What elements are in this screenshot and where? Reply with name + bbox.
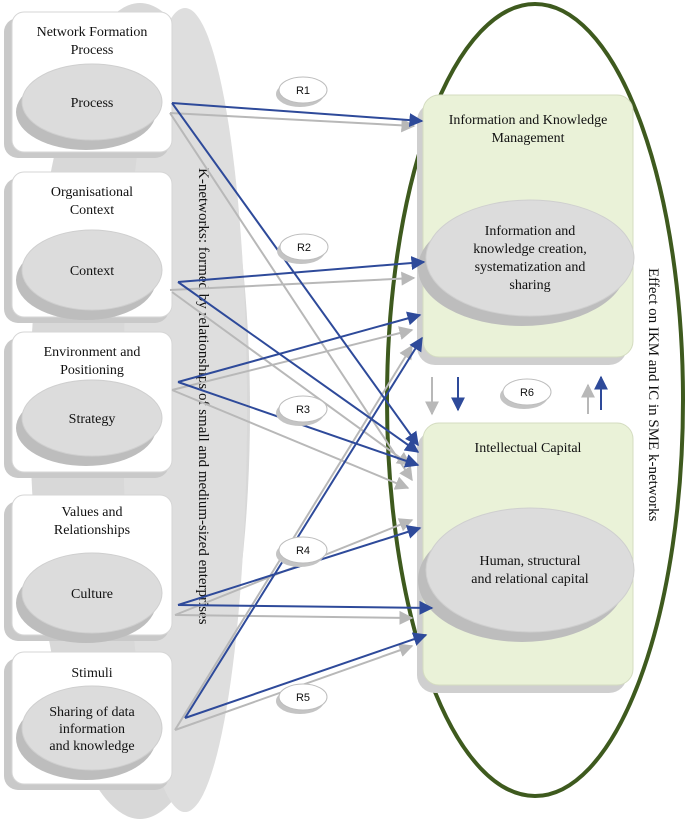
factor-oval-label: Strategy <box>69 412 116 427</box>
factor-oval-label: Culture <box>71 587 113 602</box>
relationship-arrow <box>171 389 410 490</box>
factor-title: Process <box>71 43 114 58</box>
relationship-arrow <box>184 632 428 719</box>
factor-title: Context <box>70 203 114 218</box>
relationship-arrow <box>177 281 420 453</box>
relationship-tag-label: R6 <box>520 387 534 399</box>
relationship-arrow <box>169 271 416 291</box>
relationship-tag: R3 <box>276 395 328 426</box>
ikm-box: Information and KnowledgeManagementInfor… <box>417 94 635 365</box>
factor-title: Positioning <box>60 363 124 378</box>
relationship-arrow <box>171 326 414 391</box>
relationship-tag: R1 <box>276 76 328 107</box>
outcome-oval-label: and relational capital <box>471 572 588 587</box>
relationship-arrow <box>169 112 416 133</box>
factor-title: Organisational <box>51 185 133 200</box>
outcome-oval-label: Human, structural <box>479 554 580 569</box>
factor-oval-label: Context <box>70 264 114 279</box>
relationship-tag-label: R5 <box>296 692 310 704</box>
outcome-title: Management <box>491 131 564 146</box>
relationship-tag: R6 <box>500 378 552 409</box>
factor-oval-label: and knowledge <box>49 739 134 754</box>
relationship-arrow <box>177 256 426 283</box>
factor-title: Network Formation <box>37 25 148 40</box>
outcome-oval-label: sharing <box>509 278 550 293</box>
outcome-title: Intellectual Capital <box>475 441 582 456</box>
effect-label: Effect on IKM and IC in SME k-networks <box>645 268 661 522</box>
effect-ellipse <box>385 2 685 798</box>
relationship-tag-label: R2 <box>297 242 311 254</box>
relationship-arrow <box>171 291 412 466</box>
relationship-tag: R5 <box>276 683 328 714</box>
relationship-arrow <box>171 102 419 447</box>
factor-title: Environment and <box>44 345 141 360</box>
factor-title: Relationships <box>54 523 130 538</box>
factor-title: Stimuli <box>71 666 112 681</box>
relationship-tag-label: R4 <box>296 545 310 557</box>
relationship-tag: R2 <box>277 233 329 264</box>
relationship-arrow <box>184 336 423 719</box>
factor-oval-label: Process <box>71 96 114 111</box>
relationship-tag-label: R3 <box>296 404 310 416</box>
relationship-arrow <box>177 600 434 615</box>
factor-oval-label: information <box>59 722 125 737</box>
outcome-oval-label: knowledge creation, <box>473 242 587 257</box>
relationship-arrow <box>174 610 414 625</box>
k-networks-label: K-networks: formed by relationships of s… <box>195 168 211 625</box>
outcome-oval-label: systematization and <box>475 260 586 275</box>
factor-oval-label: Sharing of data <box>49 705 135 720</box>
outcome-title: Information and Knowledge <box>449 113 608 128</box>
outcome-oval-label: Information and <box>485 224 576 239</box>
factor-title: Values and <box>61 505 122 520</box>
relationship-arrow <box>177 311 422 383</box>
relationship-tag-label: R1 <box>296 85 310 97</box>
relationship-tag: R4 <box>276 536 328 567</box>
relationship-arrow <box>171 102 424 128</box>
